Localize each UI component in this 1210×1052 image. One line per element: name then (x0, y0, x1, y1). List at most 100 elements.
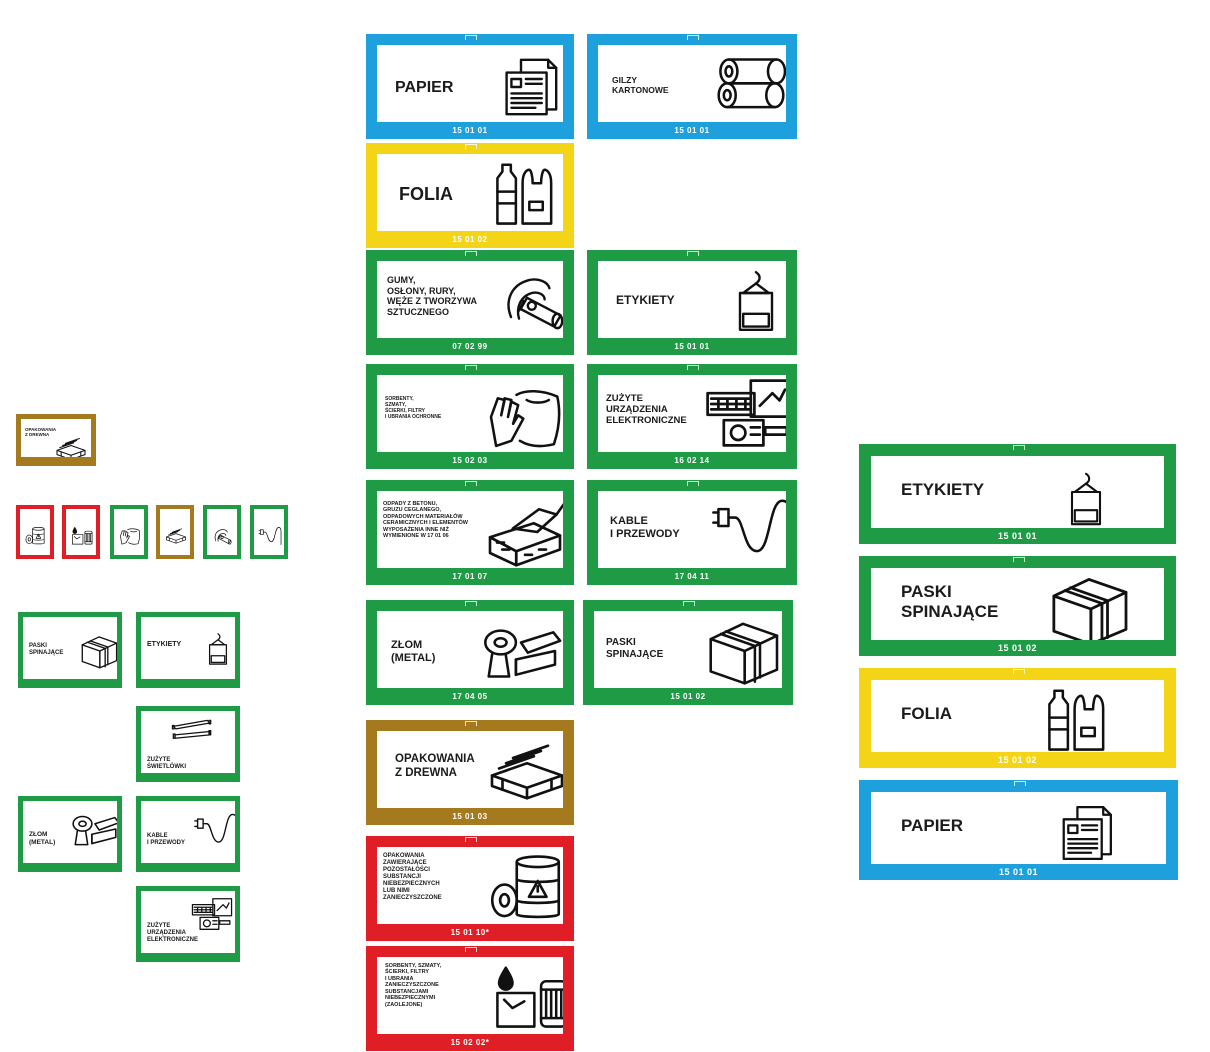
waste-sign: OPAKOWANIA Z DREWNA (16, 414, 96, 466)
sign-panel: FOLIA (871, 680, 1164, 752)
sign-panel: ZŁOM (METAL) (377, 611, 563, 688)
sign-panel: ETYKIETY (871, 456, 1164, 528)
cardboard-tubes-icon (708, 51, 786, 119)
waste-sign (250, 505, 288, 559)
sign-panel: ZŁOM (METAL) (23, 801, 117, 863)
sign-label: PASKI SPINAJĄCE (606, 637, 664, 660)
waste-code: 15 01 02 (452, 235, 488, 244)
hanging-tab-icon (1007, 444, 1029, 451)
waste-sign: PAPIER 15 01 01 (859, 780, 1178, 880)
sign-panel: ZUŻYTE URZĄDZENIA ELEKTRONICZNE (598, 375, 786, 452)
waste-sign (110, 505, 148, 559)
hanging-tab-icon (459, 480, 481, 487)
sign-label: OPAKOWANIA Z DREWNA (395, 753, 475, 779)
waste-code: 15 02 03 (452, 456, 488, 465)
sign-label: ZUŻYTE ŚWIETLÓWKI (147, 757, 186, 771)
hanging-tab-icon (681, 250, 703, 257)
plastic-pipe-icon (211, 525, 235, 547)
scrap-metal-icon (69, 807, 117, 851)
hanging-tab-icon (459, 143, 481, 150)
waste-code: 15 01 02 (670, 692, 706, 701)
sign-panel: FOLIA (377, 154, 563, 231)
sign-panel: PAPIER (377, 45, 563, 122)
sign-label: ETYKIETY (147, 641, 182, 648)
waste-code: 17 01 07 (452, 572, 488, 581)
waste-sign (62, 505, 100, 559)
sign-label: ZŁOM (METAL) (29, 831, 56, 846)
hanging-tab-icon (459, 34, 481, 41)
waste-sign: ZŁOM (METAL)17 04 05 (366, 600, 574, 705)
hanging-tab-icon (459, 836, 481, 843)
sign-label: GILZY KARTONOWE (612, 75, 669, 96)
wooden-pallet-icon (481, 737, 563, 807)
waste-sign: ZUŻYTE ŚWIETLÓWKI (136, 706, 240, 782)
sign-label: ETYKIETY (901, 480, 985, 499)
strapped-box-icon (1041, 572, 1137, 640)
oily-filter-icon (70, 525, 94, 547)
waste-sign: GUMY, OSŁONY, RURY, WĘŻE Z TWORZYWA SZTU… (366, 250, 574, 355)
hanging-tab-icon (681, 480, 703, 487)
sign-label: KABLE I PRZEWODY (610, 515, 680, 540)
waste-sign: ODPADY Z BETONU, GRUZU CEGLANEGO, ODPADO… (366, 480, 574, 585)
sign-label: FOLIA (399, 184, 453, 204)
sign-label: ETYKIETY (616, 293, 675, 307)
sign-panel: KABLE I PRZEWODY (141, 801, 235, 863)
waste-sign: ETYKIETY (136, 612, 240, 688)
electronic-devices-icon (185, 897, 235, 931)
strapped-box-icon (77, 625, 117, 677)
waste-code: 16 02 14 (674, 456, 710, 465)
sign-panel: ETYKIETY (598, 261, 786, 338)
waste-code: 15 01 01 (452, 126, 488, 135)
sign-panel: SORBENTY, SZMATY, ŚCIERKI, FILTRY I UBRA… (377, 375, 563, 452)
waste-sign: SORBENTY, SZMATY, ŚCIERKI, FILTRY I UBRA… (366, 946, 574, 1051)
sign-panel: KABLE I PRZEWODY (598, 491, 786, 568)
paper-document-icon (489, 55, 563, 119)
waste-sign: KABLE I PRZEWODY (136, 796, 240, 872)
plastic-bottle-bag-icon (489, 160, 563, 230)
gloves-rag-icon (118, 525, 142, 547)
brick-trowel-icon (481, 497, 563, 567)
hazard-barrel-icon (485, 853, 563, 923)
waste-code: 15 01 01 (998, 867, 1039, 877)
sign-panel (160, 509, 190, 555)
waste-sign: FOLIA 15 01 02 (859, 668, 1176, 768)
sign-panel: ETYKIETY (141, 617, 235, 679)
waste-sign (203, 505, 241, 559)
strapped-box-icon (698, 617, 782, 685)
waste-sign: ETYKIETY 15 01 01 (587, 250, 797, 355)
sign-panel (207, 509, 237, 555)
sign-label: SORBENTY, SZMATY, ŚCIERKI, FILTRY I UBRA… (385, 963, 442, 1008)
sign-panel: PASKI SPINAJĄCE (23, 617, 117, 679)
waste-sign (156, 505, 194, 559)
sign-panel (20, 509, 50, 555)
sign-panel: ZUŻYTE URZĄDZENIA ELEKTRONICZNE (141, 891, 235, 953)
waste-sign: PASKI SPINAJĄCE 15 01 02 (583, 600, 793, 705)
sign-label: SORBENTY, SZMATY, ŚCIERKI, FILTRY I UBRA… (385, 396, 442, 420)
cable-plug-icon (258, 525, 282, 547)
paper-document-icon (1047, 796, 1123, 864)
waste-code: 15 01 02 (997, 643, 1038, 653)
hanging-tab-icon (681, 364, 703, 371)
waste-code: 15 01 01 (674, 342, 710, 351)
waste-code: 15 01 10* (450, 928, 490, 937)
cable-plug-icon (710, 497, 786, 565)
waste-sign (16, 505, 54, 559)
waste-code: 15 01 02 (997, 755, 1038, 765)
sign-label: OPAKOWANIA Z DREWNA (25, 427, 57, 438)
waste-sign: PASKI SPINAJĄCE (18, 612, 122, 688)
waste-sign: OPAKOWANIA ZAWIERAJĄCE POZOSTAŁOŚCI SUBS… (366, 836, 574, 941)
electronic-devices-icon (704, 377, 786, 449)
hanging-tab-icon (681, 34, 703, 41)
sign-panel: OPAKOWANIA Z DREWNA (377, 731, 563, 808)
hang-tag-icon (197, 623, 235, 675)
sign-label: PAPIER (901, 816, 964, 835)
sign-panel: OPAKOWANIA Z DREWNA (21, 419, 91, 457)
sign-label: ZŁOM (METAL) (391, 639, 436, 664)
sign-label: PASKI SPINAJĄCE (29, 643, 64, 657)
sign-panel: GILZY KARTONOWE (598, 45, 786, 122)
waste-sign: PAPIER 15 01 01 (366, 34, 574, 139)
sign-panel (254, 509, 284, 555)
sign-panel: ODPADY Z BETONU, GRUZU CEGLANEGO, ODPADO… (377, 491, 563, 568)
waste-sign: ZŁOM (METAL) (18, 796, 122, 872)
